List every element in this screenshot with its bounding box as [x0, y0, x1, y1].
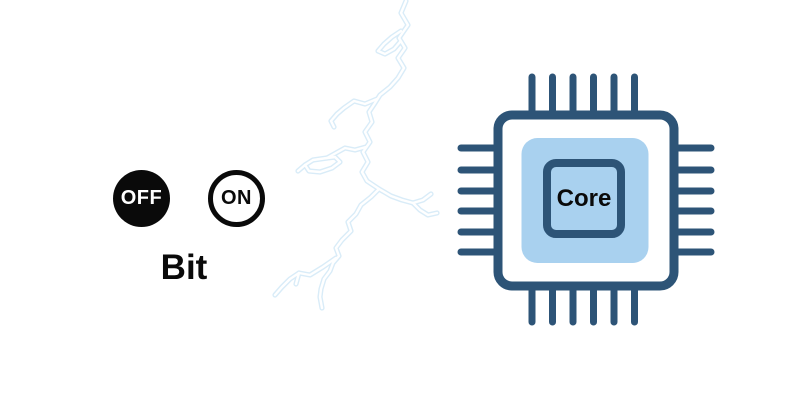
bit-on-badge: ON: [208, 170, 265, 227]
chip-pins: [457, 73, 715, 326]
bit-off-badge: OFF: [113, 170, 170, 227]
chip-core-outline: [543, 159, 625, 238]
bit-caption: Bit: [160, 248, 208, 287]
core-label: Core: [556, 184, 612, 212]
bit-off-label: OFF: [120, 187, 163, 209]
bit-on-label: ON: [221, 187, 252, 209]
cpu-chip-icon: [457, 73, 715, 326]
